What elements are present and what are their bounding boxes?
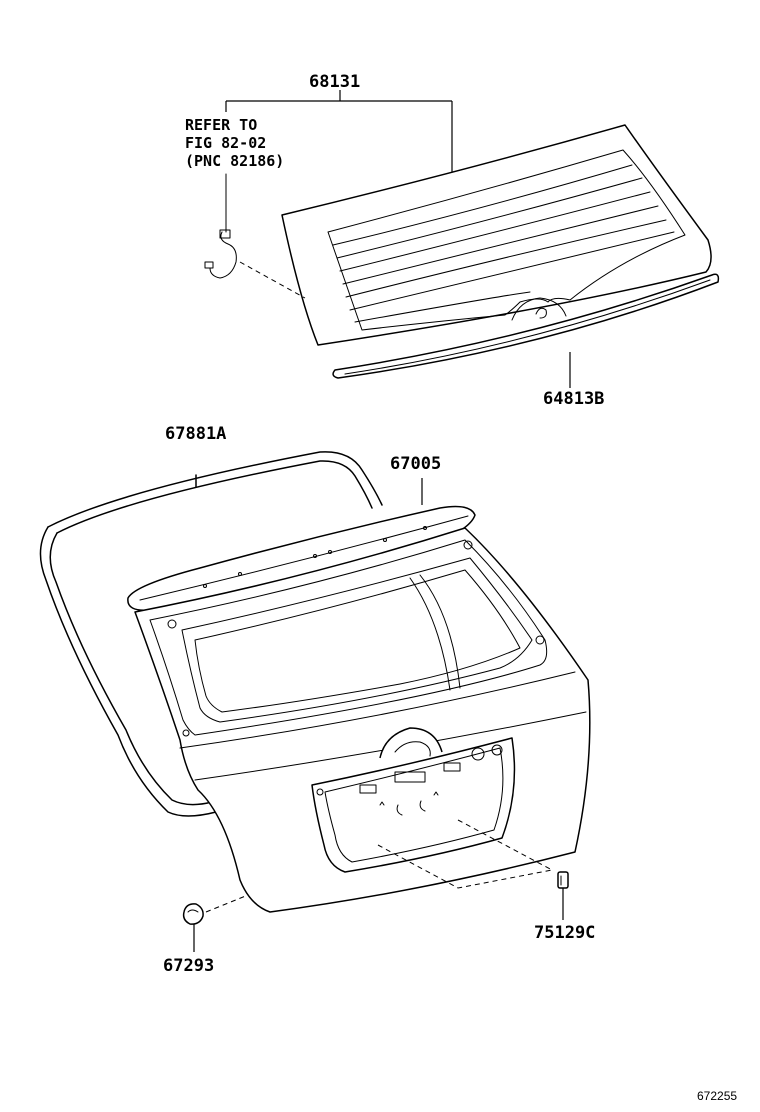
reference-line-1: REFER TO — [185, 116, 258, 134]
assembly-lines — [205, 819, 553, 913]
part-number-67293: 67293 — [163, 956, 215, 976]
back-door-panel — [134, 527, 591, 913]
back-door-glass — [204, 124, 712, 346]
glass-molding — [332, 273, 720, 388]
part-number-67005: 67005 — [390, 454, 442, 474]
part-number-68131: 68131 — [309, 72, 361, 92]
reference-note: REFER TO FIG 82-02 (PNC 82186) — [185, 116, 284, 170]
reference-line-3: (PNC 82186) — [185, 152, 285, 170]
weatherstrip — [39, 451, 383, 817]
reference-line-2: FIG 82-02 — [185, 134, 267, 152]
part-number-64813B: 64813B — [543, 389, 605, 409]
part-number-75129C: 75129C — [534, 923, 596, 943]
figure-number: 672255 — [697, 1089, 738, 1103]
cushion-part — [182, 903, 204, 952]
leader-68131 — [225, 90, 453, 185]
part-number-67881A: 67881A — [165, 424, 227, 444]
clip-part — [557, 871, 569, 920]
